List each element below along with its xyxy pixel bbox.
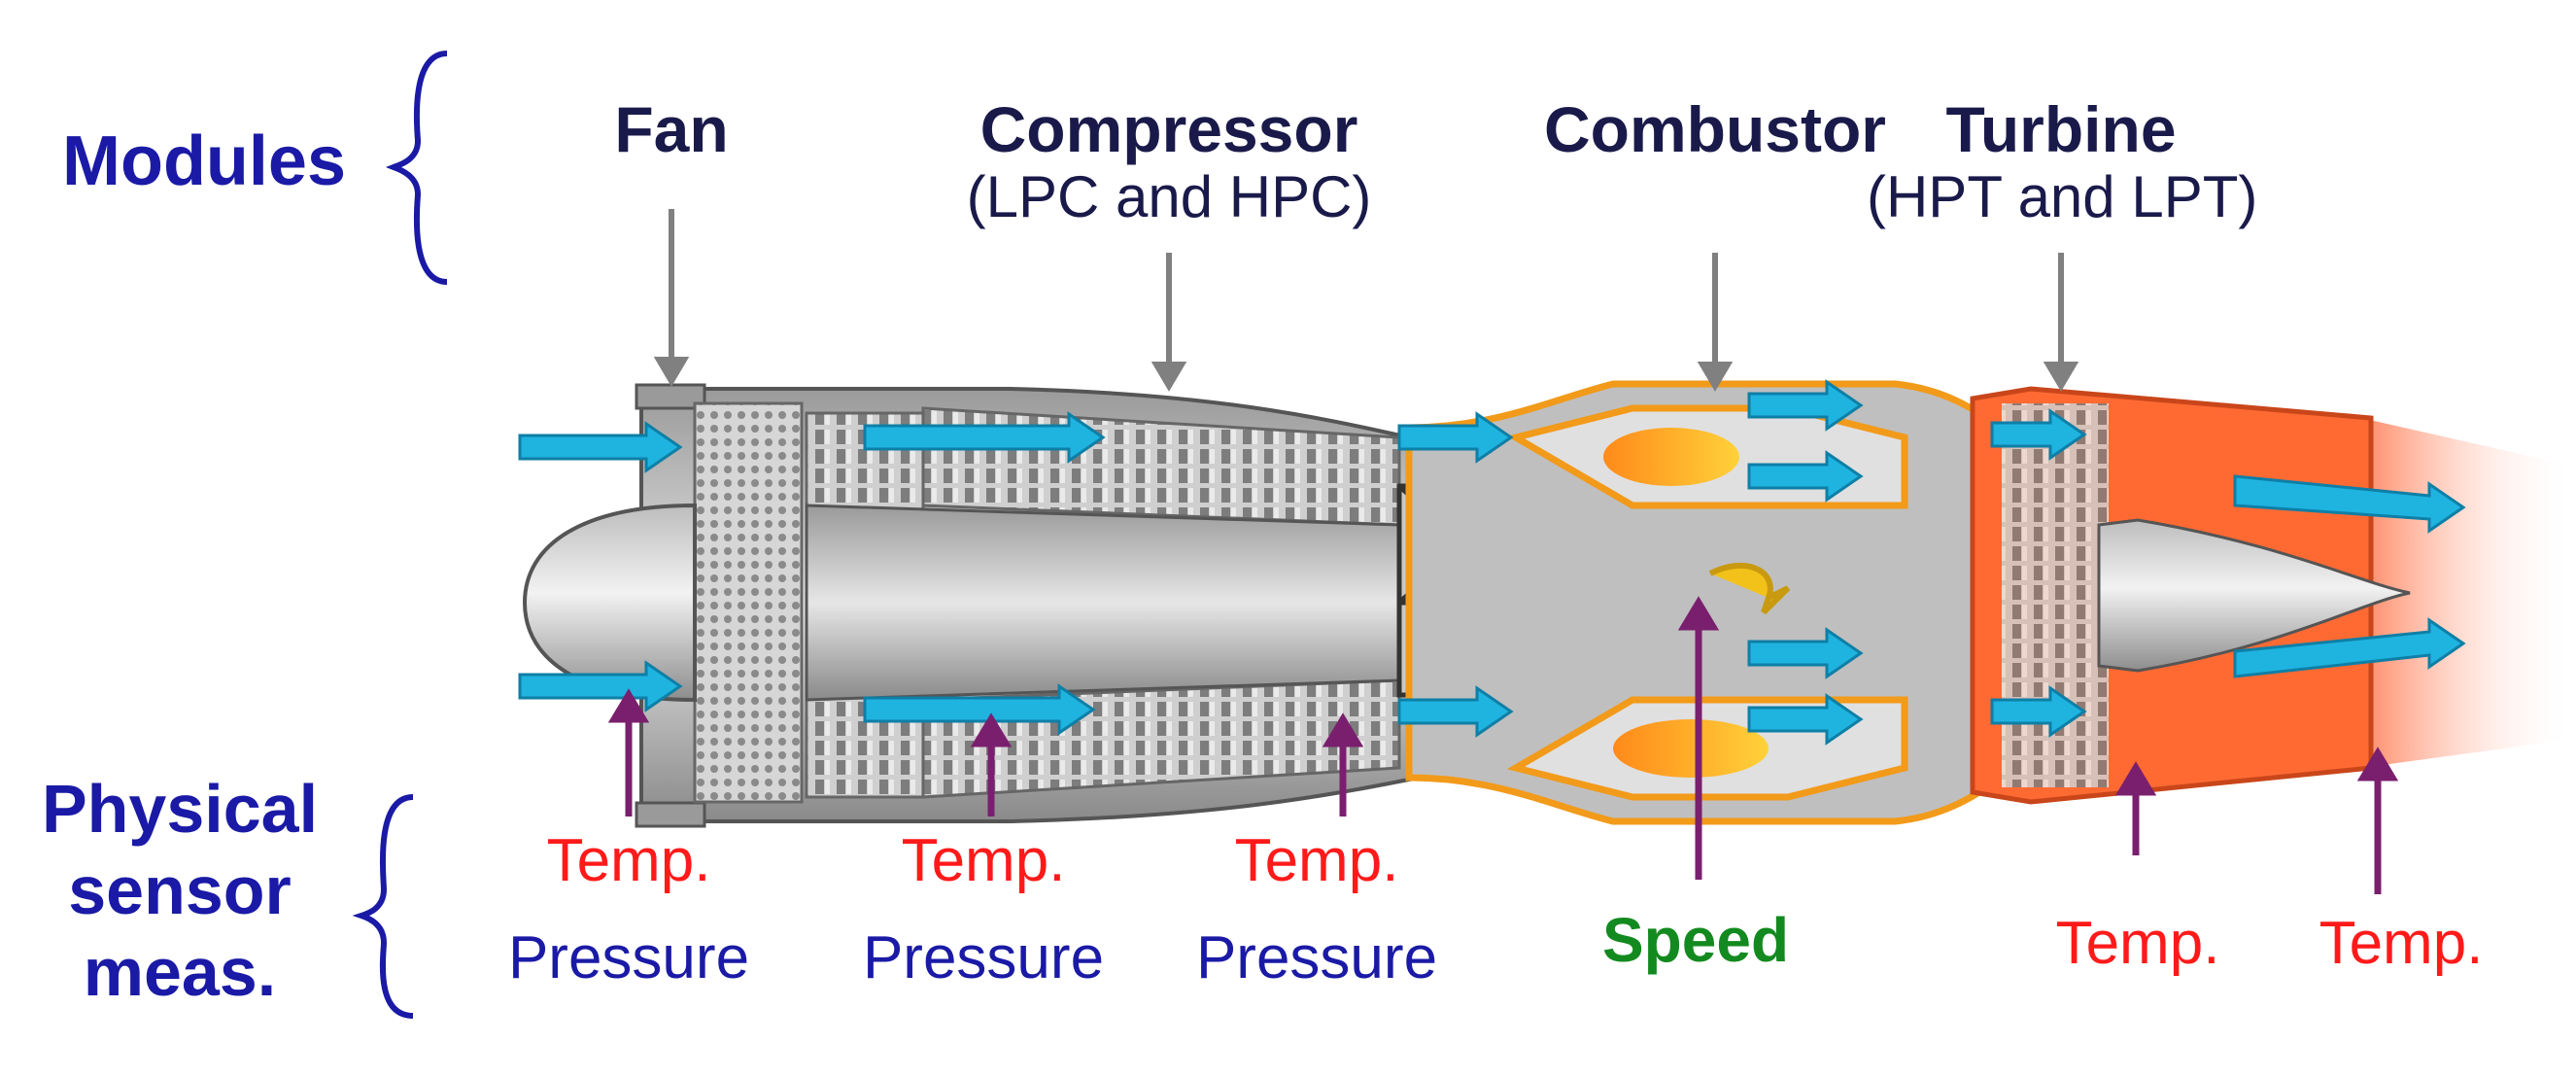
sensor-pointer-arrows — [607, 596, 2399, 894]
flame-top — [1603, 428, 1739, 486]
fan-stage — [693, 401, 804, 804]
fan-sensor-pressure: Pressure — [507, 924, 750, 991]
flame-bottom — [1613, 719, 1769, 778]
speed-sensor-label: Speed — [1601, 905, 1790, 975]
nose-cone — [522, 503, 697, 703]
lpc-sensor-temp: Temp. — [901, 827, 1066, 894]
exhaust-sensor-temp: Temp. — [2318, 910, 2484, 977]
sensors-heading-line-1: Physical — [41, 771, 319, 847]
modules-brace — [385, 51, 448, 285]
hpc-sensor-pressure: Pressure — [1195, 924, 1438, 991]
fan-sensor-temp: Temp. — [546, 827, 711, 894]
sensors-brace — [352, 794, 414, 1019]
turbine-sensor-temp: Temp. — [2055, 910, 2220, 977]
exhaust-cone — [2097, 518, 2411, 673]
module-combustor-title: Combustor — [1544, 93, 1886, 165]
module-compressor-title: Compressor — [979, 93, 1358, 165]
module-compressor-subtitle: (LPC and HPC) — [966, 164, 1372, 229]
hpc-sensor-temp: Temp. — [1234, 827, 1399, 894]
modules-heading: Modules — [61, 122, 346, 200]
lpc-sensor-pressure: Pressure — [862, 924, 1105, 991]
module-turbine-subtitle: (HPT and LPT) — [1867, 164, 2258, 229]
module-fan-title: Fan — [614, 93, 729, 165]
module-turbine-title: Turbine — [1945, 93, 2177, 165]
sensors-heading-line-2: sensor — [68, 852, 292, 928]
fan-cowl-bottom — [635, 801, 706, 828]
airflow-arrows — [518, 379, 2466, 746]
fan-cowl-top — [635, 383, 706, 410]
module-pointer-arrows — [653, 209, 2079, 392]
sensors-heading: Physical sensor meas. — [19, 768, 340, 1013]
sensors-heading-line-3: meas. — [83, 934, 277, 1010]
rotation-icon — [1708, 562, 1791, 615]
